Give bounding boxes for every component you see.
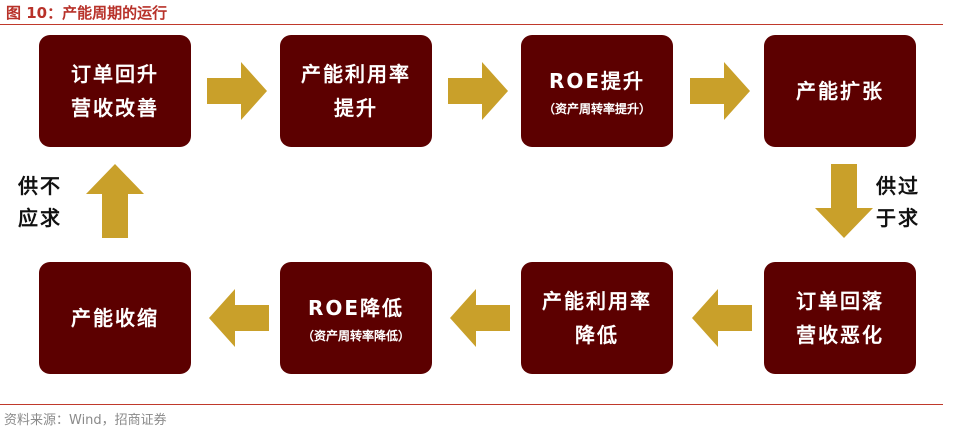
arrow-right-icon	[207, 62, 267, 120]
box-line2: 营收恶化	[796, 323, 884, 347]
label-line1: 供不	[18, 174, 62, 198]
box-capacity-contraction: 产能收缩	[39, 262, 191, 374]
label-oversupply: 供过 于求	[876, 170, 920, 234]
label-undersupply: 供不 应求	[18, 170, 62, 234]
arrow-right-icon	[690, 62, 750, 120]
label-line2: 于求	[876, 206, 920, 230]
box-sub: （资产周转率提升）	[542, 102, 651, 116]
box-line1: 订单回落	[796, 289, 884, 313]
box-orders-decline: 订单回落 营收恶化	[764, 262, 916, 374]
box-line1: 产能利用率	[542, 289, 652, 313]
box-line1: 产能利用率	[301, 62, 411, 86]
arrow-left-icon	[692, 289, 752, 347]
box-capacity-expansion: 产能扩张	[764, 35, 916, 147]
arrow-up-icon	[86, 164, 144, 238]
arrow-left-icon	[209, 289, 269, 347]
label-line1: 供过	[876, 174, 920, 198]
box-roe-down: ROE降低 （资产周转率降低）	[280, 262, 432, 374]
box-line2: 提升	[334, 96, 378, 120]
arrow-right-icon	[448, 62, 508, 120]
arrow-down-icon	[815, 164, 873, 238]
label-line2: 应求	[18, 206, 62, 230]
box-line1: ROE提升	[548, 69, 646, 93]
source-note: 资料来源：Wind，招商证券	[4, 413, 167, 428]
box-capacity-utilization-down: 产能利用率 降低	[521, 262, 673, 374]
figure-title: 图 10：产能周期的运行	[6, 4, 168, 22]
box-line2: 营收改善	[71, 96, 159, 120]
box-line1: 产能扩张	[796, 79, 884, 103]
box-sub: （资产周转率降低）	[301, 329, 410, 343]
box-line1: 订单回升	[71, 62, 159, 86]
box-roe-up: ROE提升 （资产周转率提升）	[521, 35, 673, 147]
box-line1: 产能收缩	[71, 306, 159, 330]
box-line2: 降低	[575, 323, 619, 347]
box-capacity-utilization-up: 产能利用率 提升	[280, 35, 432, 147]
top-divider	[0, 24, 943, 25]
box-line1: ROE降低	[307, 296, 405, 320]
arrow-left-icon	[450, 289, 510, 347]
bottom-divider	[0, 404, 943, 405]
box-orders-rebound: 订单回升 营收改善	[39, 35, 191, 147]
